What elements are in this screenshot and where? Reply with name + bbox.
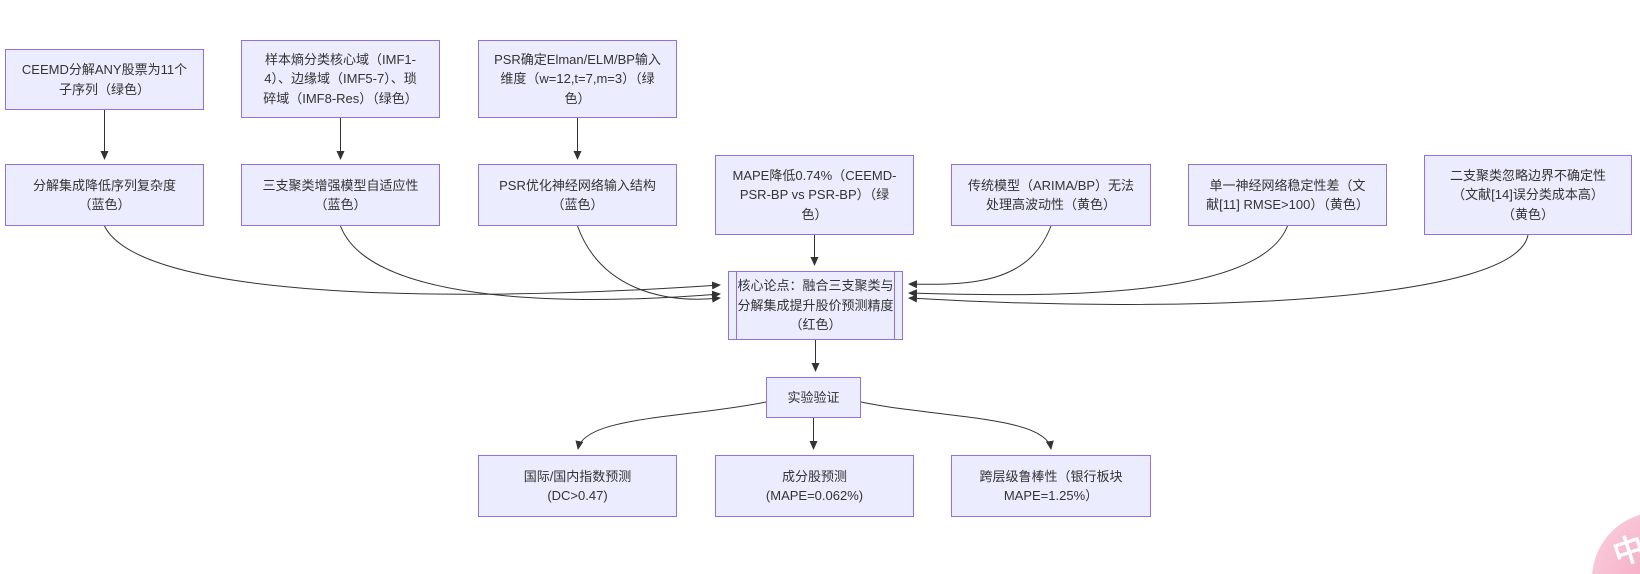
node-robustness-label: 跨层级鲁棒性（银行板块 MAPE=1.25%）: [979, 468, 1123, 504]
node-ceemd-label: CEEMD分解ANY股票为11个 子序列（绿色）: [21, 62, 188, 97]
node-stock-prediction: 成分股预测 (MAPE=0.062%): [715, 455, 914, 517]
node-twoway-limits-label: 二支聚类忽略边界不确定性 （文献[14]误分类成本高） （黄色）: [1449, 167, 1606, 222]
node-robustness: 跨层级鲁棒性（银行板块 MAPE=1.25%）: [951, 455, 1151, 517]
node-ceemd-decompose: CEEMD分解ANY股票为11个 子序列（绿色）: [5, 49, 204, 110]
node-experiment-validation: 实验验证: [766, 377, 861, 418]
node-psr-structure-label: PSR优化神经网络输入结构 （蓝色）: [499, 177, 656, 213]
node-index-prediction-label: 国际/国内指数预测 (DC>0.47): [523, 468, 632, 504]
node-psr-dimension-label: PSR确定Elman/ELM/BP输入 维度（w=12,t=7,m=3）（绿 色…: [494, 51, 661, 106]
edge-threeway-to-core: [340, 225, 721, 300]
node-threeway-adaptive-label: 三支聚类增强模型自适应性 （蓝色）: [262, 177, 419, 213]
node-decomp-complexity: 分解集成降低序列复杂度 （蓝色）: [5, 164, 204, 226]
node-core-thesis: 核心论点：融合三支聚类与 分解集成提升股价预测精度 （红色）: [728, 271, 903, 340]
edge-experiment-to-robust: [860, 401, 1054, 450]
node-mape-improvement-label: MAPE降低0.74%（CEEMD- PSR-BP vs PSR-BP）（绿 色…: [732, 167, 897, 222]
node-threeway-adaptive: 三支聚类增强模型自适应性 （蓝色）: [241, 164, 440, 226]
node-stock-prediction-label: 成分股预测 (MAPE=0.062%): [765, 468, 864, 504]
node-twoway-limits: 二支聚类忽略边界不确定性 （文献[14]误分类成本高） （黄色）: [1424, 155, 1632, 235]
node-experiment-validation-label: 实验验证: [787, 389, 840, 405]
node-core-thesis-label: 核心论点：融合三支聚类与 分解集成提升股价预测精度 （红色）: [737, 278, 894, 333]
node-sample-entropy-label: 样本熵分类核心域（IMF1- 4）、边缘域（IMF5-7）、琐 碎域（IMF8-…: [263, 51, 418, 106]
edge-experiment-to-index: [575, 401, 767, 450]
node-single-nn-instability-label: 单一神经网络稳定性差（文 献[11] RMSE>100）（黄色）: [1206, 177, 1369, 213]
edge-twoway-to-core: [908, 234, 1529, 305]
node-index-prediction: 国际/国内指数预测 (DC>0.47): [478, 455, 677, 517]
node-single-nn-instability: 单一神经网络稳定性差（文 献[11] RMSE>100）（黄色）: [1188, 164, 1387, 226]
node-sample-entropy: 样本熵分类核心域（IMF1- 4）、边缘域（IMF5-7）、琐 碎域（IMF8-…: [241, 40, 440, 118]
edge-psropt-to-core: [577, 225, 721, 303]
edge-decomp-to-core: [104, 225, 721, 295]
node-psr-dimension: PSR确定Elman/ELM/BP输入 维度（w=12,t=7,m=3）（绿 色…: [478, 40, 677, 118]
edge-singlenn-to-core: [908, 225, 1288, 298]
node-mape-improvement: MAPE降低0.74%（CEEMD- PSR-BP vs PSR-BP）（绿 色…: [715, 155, 914, 235]
node-decomp-complexity-label: 分解集成降低序列复杂度 （蓝色）: [32, 177, 176, 213]
edge-traditional-to-core: [908, 225, 1052, 289]
node-traditional-limits-label: 传统模型（ARIMA/BP）无法 处理高波动性（黄色）: [967, 177, 1135, 213]
node-psr-structure: PSR优化神经网络输入结构 （蓝色）: [478, 164, 677, 226]
node-traditional-limits: 传统模型（ARIMA/BP）无法 处理高波动性（黄色）: [951, 164, 1151, 226]
